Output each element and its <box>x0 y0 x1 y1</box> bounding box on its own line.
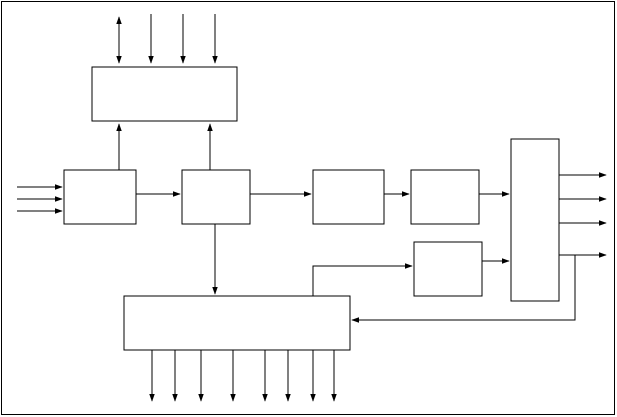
mid-block-1 <box>312 169 385 225</box>
bottom-bus-block <box>123 295 351 351</box>
center-block <box>181 169 251 225</box>
output-to-bus-feedback-arrow <box>351 255 576 323</box>
small-feedback-block <box>413 241 483 297</box>
mid-block-2 <box>410 169 480 225</box>
tall-output-block <box>510 138 560 302</box>
input-block <box>63 169 137 225</box>
top-block <box>91 66 238 122</box>
bus-to-feedback-arrow <box>312 263 413 296</box>
